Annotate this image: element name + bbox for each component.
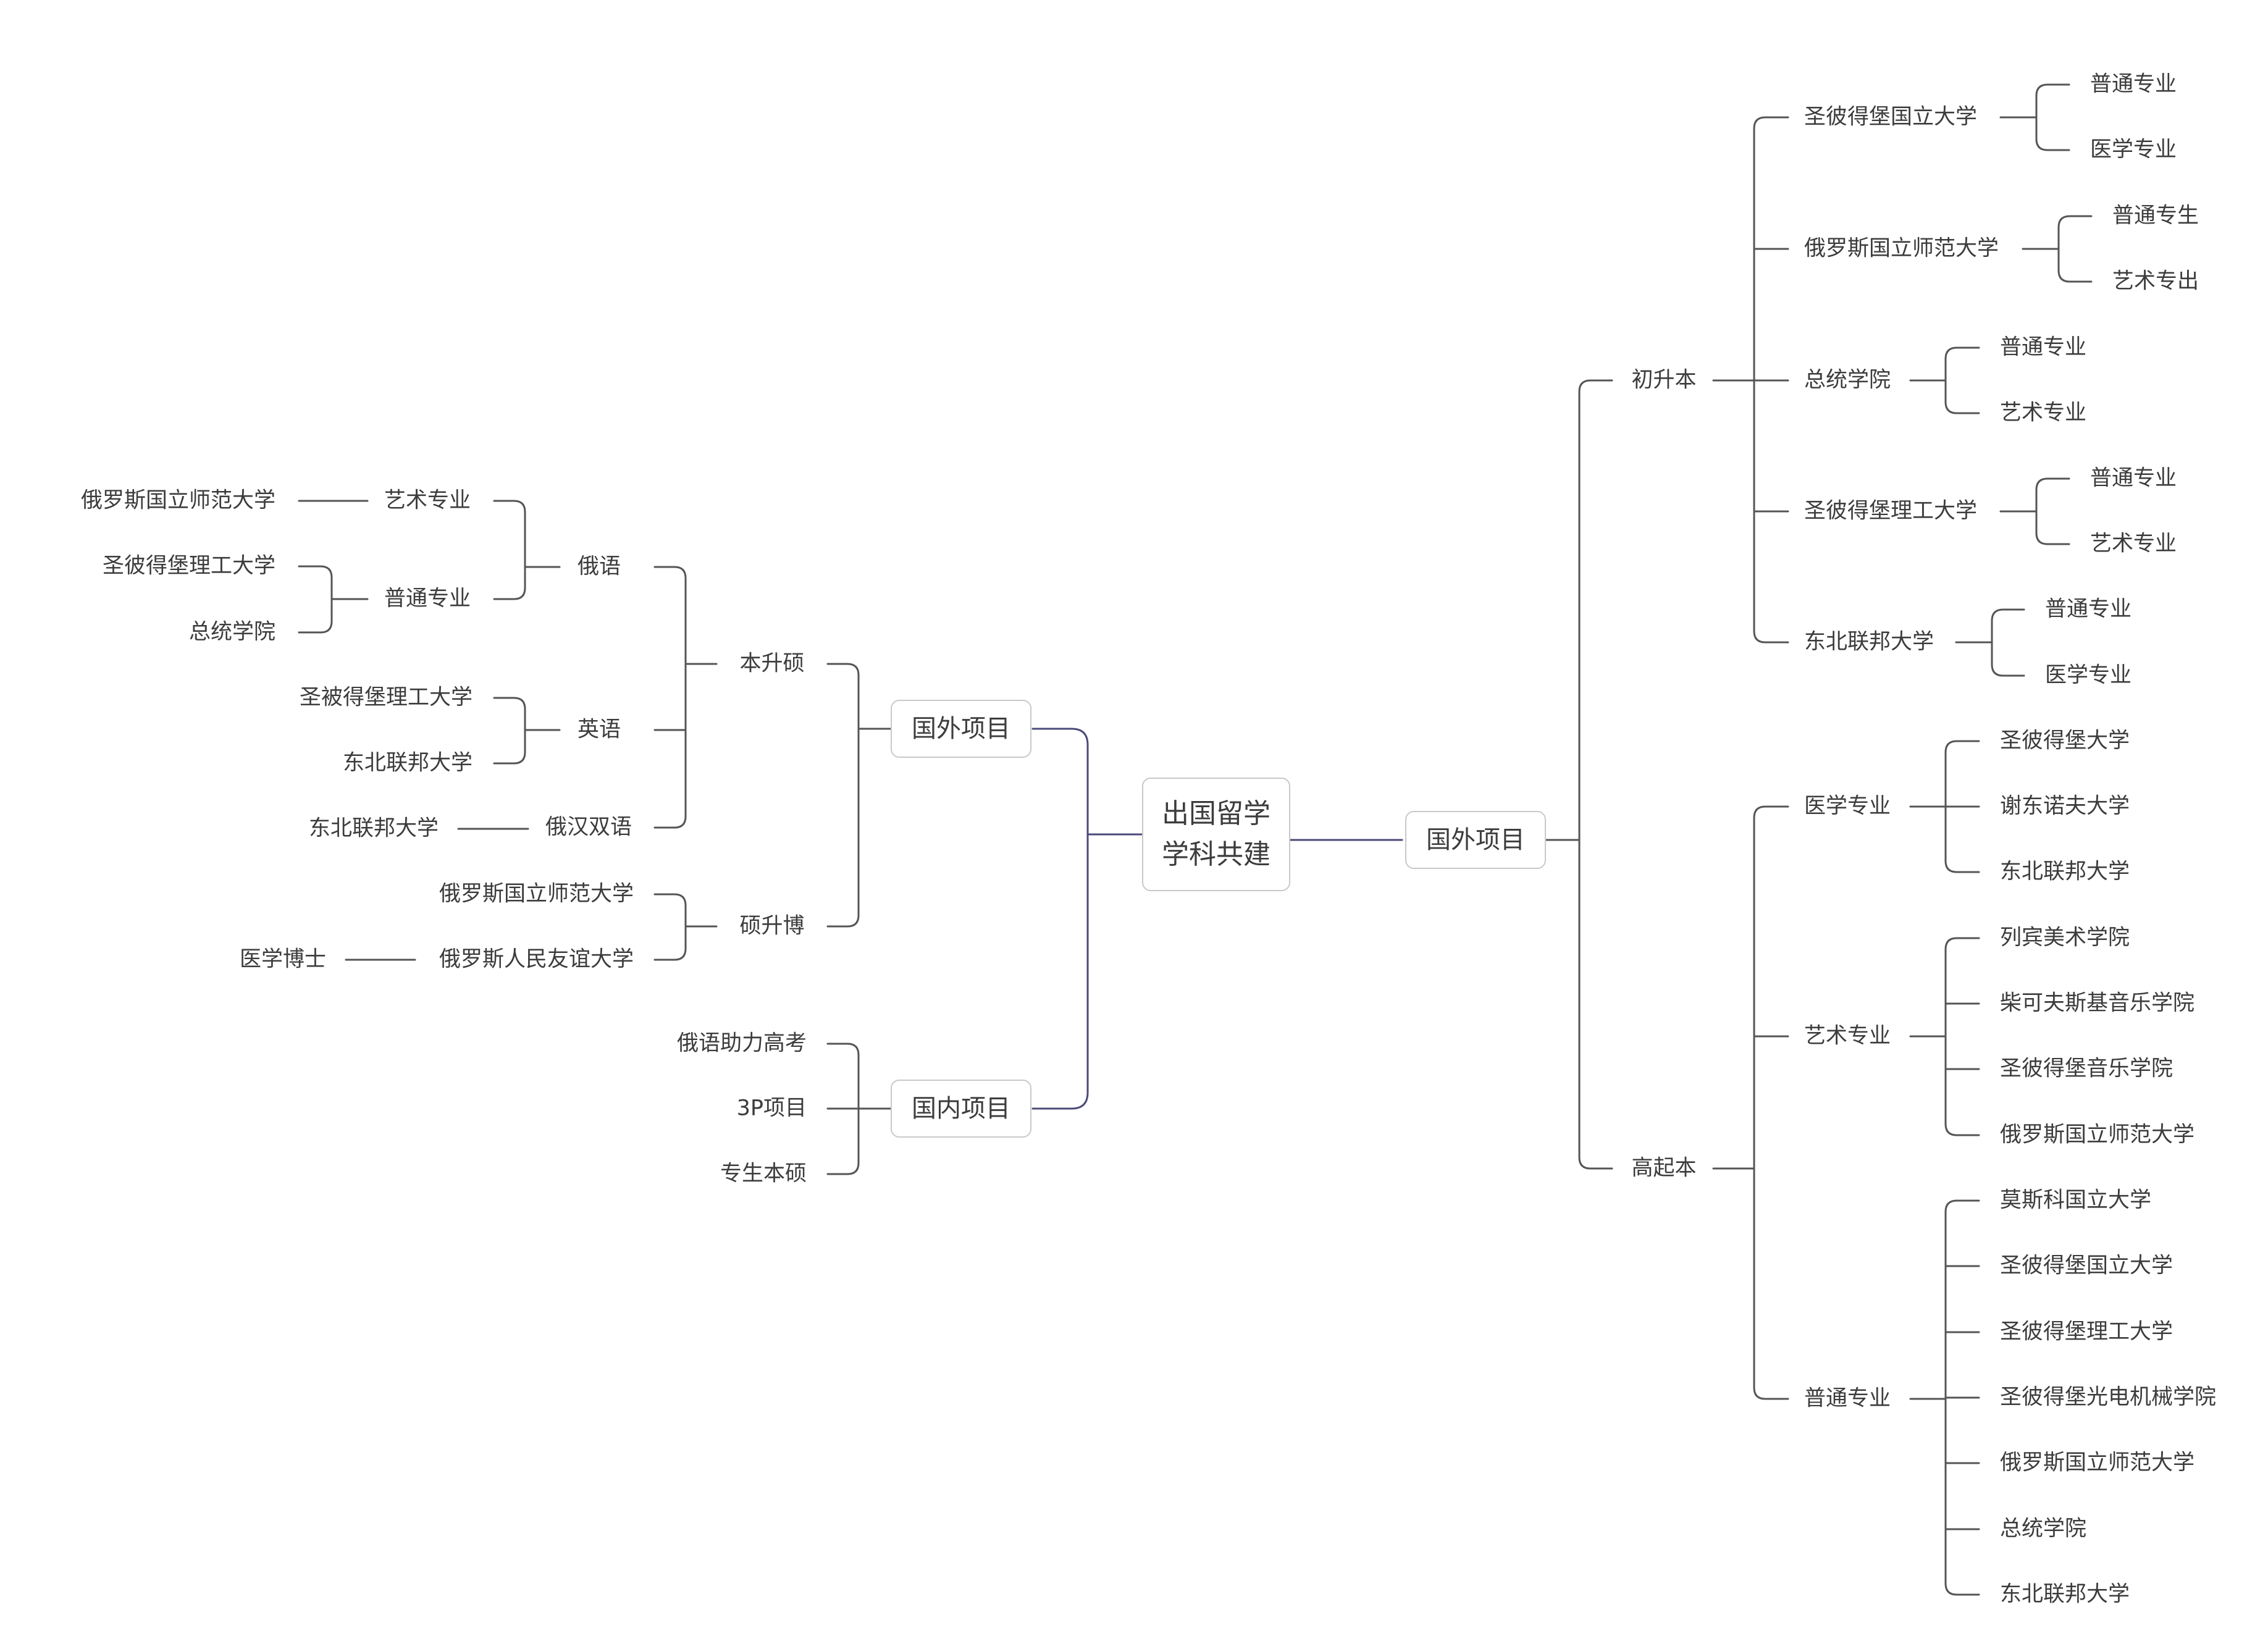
connector-line-43 (1753, 116, 1789, 130)
gaoqi-topic[interactable]: 高起本 (1631, 1156, 1697, 1181)
major-node[interactable]: 普通专生 (2112, 203, 2199, 229)
domestic-item[interactable]: 3P项目 (736, 1096, 807, 1121)
connector-line-62 (2035, 477, 2070, 491)
school-node[interactable]: 谢东诺夫大学 (2000, 794, 2130, 819)
school-node[interactable]: 东北联邦大学 (308, 816, 439, 841)
connector-line-29 (653, 893, 687, 907)
school-node[interactable]: 总统学院 (188, 619, 275, 645)
connector-line-39 (1578, 379, 1613, 393)
connector-line-72 (1753, 1387, 1789, 1400)
connector-line-66 (1991, 608, 2025, 622)
connector-line-20 (298, 565, 333, 579)
general-major-topic[interactable]: 普通专业 (384, 586, 471, 611)
connector-line-7 (826, 914, 860, 928)
connector-line-16 (493, 587, 526, 600)
connector-line-2 (1031, 1091, 1089, 1110)
chusheng-topic[interactable]: 初升本 (1631, 367, 1697, 393)
major-node[interactable]: 艺术专出 (2112, 269, 2199, 294)
russian-topic[interactable]: 俄语 (577, 554, 621, 579)
art-major-topic[interactable]: 艺术专业 (384, 488, 471, 513)
school-node[interactable]: 俄罗斯国立师范大学 (2000, 1122, 2195, 1148)
school-node[interactable]: 圣彼得堡理工大学 (1804, 498, 1978, 524)
school-node[interactable]: 圣彼得堡理工大学 (2000, 1319, 2174, 1345)
connector-line-70 (1753, 805, 1789, 819)
connector-line-6 (826, 663, 860, 676)
school-node[interactable]: 俄罗斯国立师范大学 (439, 881, 634, 907)
domestic-item[interactable]: 俄语助力高考 (676, 1031, 807, 1056)
shuosheng-topic[interactable]: 硕升博 (739, 913, 805, 939)
connector-line-51 (2035, 138, 2070, 151)
connector-line-36 (826, 1162, 860, 1175)
connector-line-40 (1578, 1156, 1613, 1170)
school-node[interactable]: 总统学院 (2000, 1516, 2087, 1542)
connector-line-83 (1944, 1123, 1980, 1136)
school-node[interactable]: 圣彼得堡国立大学 (1804, 104, 1978, 130)
major-node[interactable]: 艺术专业 (2000, 400, 2087, 426)
major-node[interactable]: 医学专业 (2045, 663, 2132, 688)
connector-line-75 (1944, 740, 1980, 753)
connector-line-54 (2057, 215, 2093, 229)
school-node[interactable]: 东北联邦大学 (342, 750, 472, 776)
connector-line-86 (1944, 1199, 1980, 1213)
school-node[interactable]: 俄罗斯人民友谊大学 (439, 947, 634, 972)
school-node[interactable]: 东北联邦大学 (2000, 859, 2130, 884)
root-line-1: 出国留学 (1162, 798, 1270, 829)
school-node[interactable]: 俄罗斯国立师范大学 (2000, 1450, 2195, 1475)
connector-line-92 (1944, 1582, 1980, 1596)
school-node[interactable]: 圣彼得堡光电机械学院 (2000, 1385, 2217, 1410)
left-overseas-topic[interactable]: 国外项目 (891, 700, 1031, 758)
school-node[interactable]: 圣被得堡理工大学 (299, 685, 472, 710)
connector-line-47 (1753, 630, 1789, 644)
root-line-2: 学科共建 (1162, 839, 1270, 870)
major-node[interactable]: 医学专业 (1804, 794, 1891, 819)
domestic-topic[interactable]: 国内项目 (891, 1080, 1031, 1138)
school-node[interactable]: 总统学院 (1804, 367, 1891, 393)
connector-line-77 (1944, 860, 1980, 873)
school-node[interactable]: 圣彼得堡国立大学 (2000, 1253, 2174, 1278)
school-node[interactable]: 圣彼得堡大学 (2000, 728, 2130, 753)
school-node[interactable]: 俄罗斯国立师范大学 (1804, 236, 1999, 261)
connector-line-80 (1944, 937, 1980, 950)
english-topic[interactable]: 英语 (577, 717, 621, 742)
connector-line-55 (2057, 269, 2093, 283)
connector-line-63 (2035, 532, 2070, 545)
connector-line-25 (493, 751, 526, 765)
connector-line-15 (493, 500, 526, 513)
connector-line-10 (653, 566, 687, 579)
school-node[interactable]: 列宾美术学院 (2000, 925, 2130, 950)
major-node[interactable]: 普通专业 (2090, 466, 2177, 491)
school-node[interactable]: 圣彼得堡理工大学 (102, 553, 275, 579)
school-node[interactable]: 圣彼得堡音乐学院 (2000, 1056, 2174, 1081)
connector-line-24 (493, 697, 526, 710)
connector-line-59 (1944, 401, 1980, 414)
connector-line-50 (2035, 83, 2070, 97)
school-node[interactable]: 柴可夫斯基音乐学院 (2000, 991, 2195, 1016)
connector-line-21 (298, 620, 333, 634)
bensheng-topic[interactable]: 本升硕 (739, 651, 805, 676)
major-node[interactable]: 普通专业 (2045, 597, 2132, 622)
connector-line-67 (1991, 663, 2025, 677)
major-node[interactable]: 医学专业 (2090, 137, 2177, 162)
connector-line-12 (653, 815, 687, 829)
school-node[interactable]: 东北联邦大学 (1804, 629, 1934, 655)
domestic-item[interactable]: 专生本硕 (720, 1161, 807, 1186)
major-node[interactable]: 普通专业 (2090, 72, 2177, 97)
major-node[interactable]: 普通专业 (1804, 1386, 1891, 1411)
bilingual-topic[interactable]: 俄汉双语 (545, 815, 632, 840)
right-overseas-topic[interactable]: 国外项目 (1405, 811, 1546, 869)
school-node[interactable]: 莫斯科国立大学 (2000, 1188, 2152, 1213)
connector-line-58 (1944, 346, 1980, 360)
major-node[interactable]: 普通专业 (2000, 335, 2087, 360)
root-topic[interactable]: 出国留学 学科共建 (1142, 778, 1290, 891)
major-node[interactable]: 艺术专业 (2090, 531, 2177, 556)
connector-line-30 (653, 947, 687, 961)
school-node[interactable]: 东北联邦大学 (2000, 1582, 2130, 1607)
connector-line-34 (826, 1043, 860, 1056)
medical-phd-node[interactable]: 医学博士 (239, 947, 326, 972)
connector-line-1 (1031, 728, 1089, 746)
major-node[interactable]: 艺术专业 (1804, 1023, 1891, 1049)
school-node[interactable]: 俄罗斯国立师范大学 (80, 488, 275, 513)
